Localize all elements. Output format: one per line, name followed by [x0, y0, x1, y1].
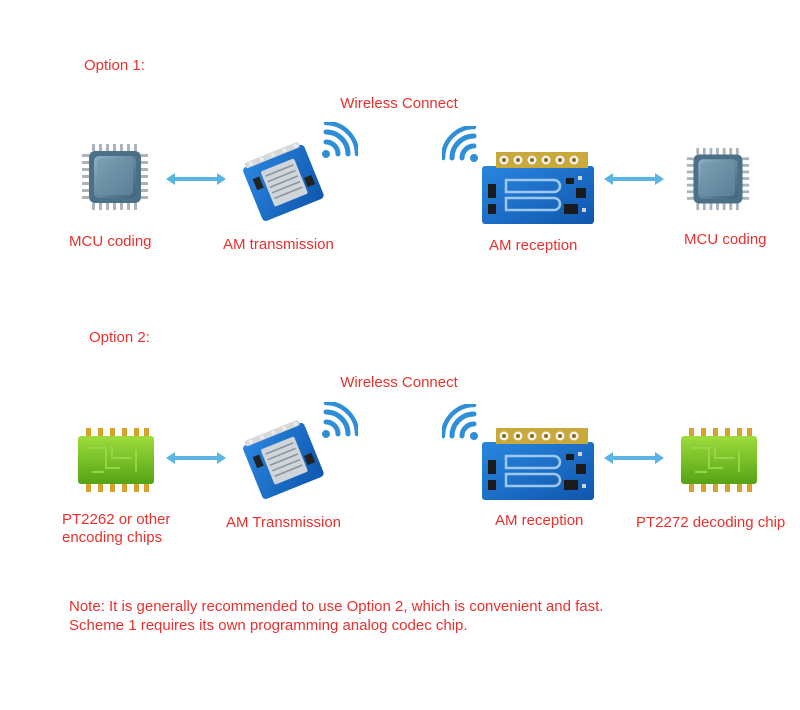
- double-arrow-icon: [604, 173, 664, 185]
- note-line-2: Scheme 1 requires its own programming an…: [69, 617, 468, 634]
- dip-chip-icon: [679, 428, 759, 492]
- option1-label-transmitter: AM transmission: [223, 236, 334, 253]
- wifi-signal-icon: [318, 122, 358, 162]
- double-arrow-icon: [166, 173, 226, 185]
- am-receiver-module-icon: [478, 152, 598, 227]
- option1-label-mcu-right: MCU coding: [684, 231, 767, 248]
- wifi-signal-icon: [442, 404, 482, 444]
- wifi-signal-icon: [318, 402, 358, 442]
- am-receiver-module-icon: [478, 428, 598, 503]
- am-transmitter-module-icon: [238, 142, 328, 222]
- option1-title: Option 1:: [84, 57, 145, 74]
- am-transmitter-module-icon: [238, 420, 328, 500]
- mcu-chip-icon: [80, 142, 150, 212]
- dip-chip-icon: [76, 428, 156, 492]
- double-arrow-icon: [166, 452, 226, 464]
- mcu-chip-icon: [685, 146, 751, 212]
- option1-label-receiver: AM reception: [489, 237, 578, 254]
- option2-label-transmitter: AM Transmission: [226, 514, 342, 531]
- recommendation-note: Note: It is generally recommended to use…: [69, 597, 603, 635]
- double-arrow-icon: [604, 452, 664, 464]
- option2-label-decoder: PT2272 decoding chip: [636, 514, 786, 531]
- option2-wireless-label: Wireless Connect: [340, 374, 458, 391]
- note-line-1: Note: It is generally recommended to use…: [69, 598, 604, 615]
- option1-wireless-label: Wireless Connect: [340, 95, 458, 112]
- option2-label-receiver: AM reception: [495, 512, 584, 529]
- wifi-signal-icon: [442, 126, 482, 166]
- option2-label-encoder-line1: PT2262 or other: [62, 511, 171, 528]
- option2-title: Option 2:: [89, 329, 150, 346]
- option2-label-encoder-line2: encoding chips: [62, 529, 163, 546]
- option2-label-encoder: PT2262 or other encoding chips: [62, 511, 170, 547]
- option1-label-mcu-left: MCU coding: [69, 233, 152, 250]
